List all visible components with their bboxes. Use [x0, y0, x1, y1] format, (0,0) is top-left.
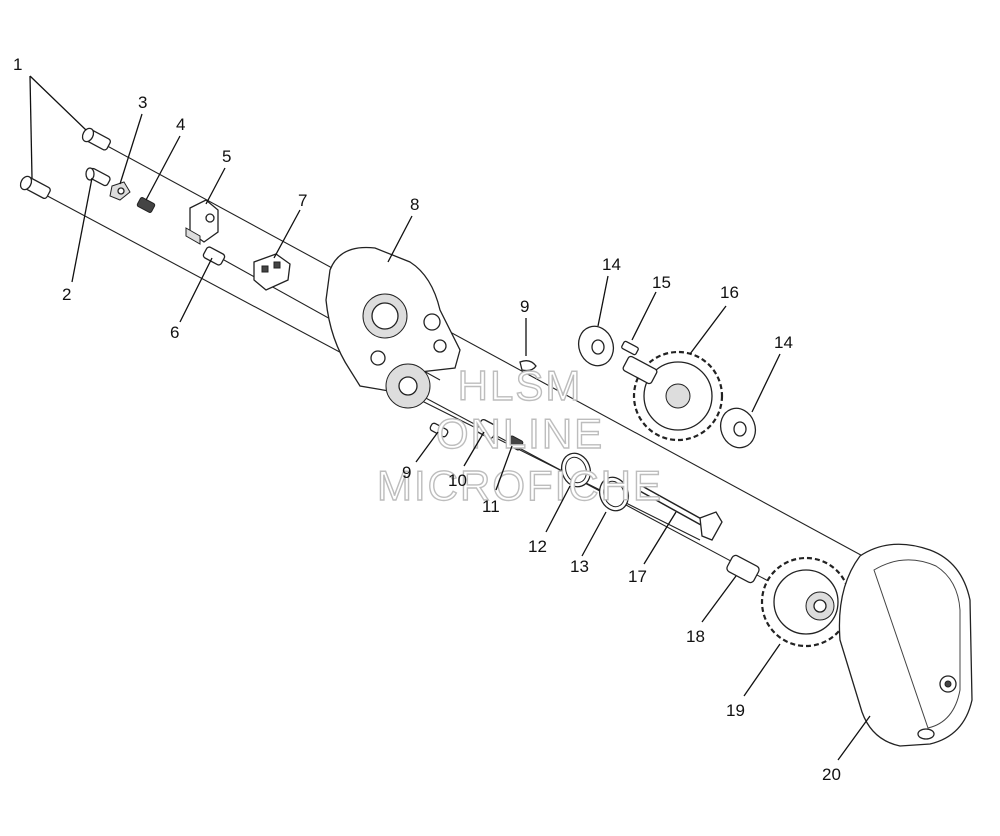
- callout-11: 11: [482, 497, 500, 516]
- callout-12: 12: [528, 537, 547, 556]
- part-gear-lower: [760, 556, 852, 648]
- part-bushing: [202, 246, 226, 266]
- callout-2: 2: [62, 285, 71, 304]
- callout-labels: 1 3 4 5 7 8 2 6 9 14 15 16 14 9 10 11 12…: [13, 55, 841, 784]
- part-small-bushing: [506, 435, 524, 451]
- callout-4: 4: [176, 115, 185, 134]
- callout-6: 6: [170, 323, 179, 342]
- watermark-line-2: ONLINE: [436, 410, 604, 457]
- callout-10: 10: [448, 471, 467, 490]
- part-washer-upper: [577, 325, 615, 367]
- watermark-line-1: HLSM: [458, 362, 583, 409]
- callout-18: 18: [686, 627, 705, 646]
- part-cover: [838, 543, 973, 747]
- callout-13: 13: [570, 557, 589, 576]
- part-pin: [85, 167, 111, 187]
- callout-9-lower: 9: [402, 463, 411, 482]
- callout-19: 19: [726, 701, 745, 720]
- part-bracket: [185, 199, 219, 245]
- part-tube: [726, 554, 760, 584]
- assembly-axis-lines: [39, 141, 871, 631]
- part-spring: [136, 197, 156, 213]
- callout-14-lower: 14: [774, 333, 793, 352]
- part-block: [253, 253, 291, 291]
- part-shift-shaft: [638, 484, 723, 541]
- callout-3: 3: [138, 93, 147, 112]
- callout-16: 16: [720, 283, 739, 302]
- part-key: [621, 340, 639, 356]
- callout-7: 7: [298, 191, 307, 210]
- watermark-line-3: MICROFICHE: [377, 462, 663, 509]
- callout-5: 5: [222, 147, 231, 166]
- watermark: HLSM ONLINE MICROFICHE: [376, 361, 663, 509]
- part-washer-lower: [719, 407, 757, 449]
- leader-lines: [29, 75, 871, 761]
- callout-1: 1: [13, 55, 22, 74]
- callout-14-upper: 14: [602, 255, 621, 274]
- part-ring-12: [560, 452, 592, 488]
- callout-15: 15: [652, 273, 671, 292]
- part-clip: [109, 181, 131, 201]
- callout-20: 20: [822, 765, 841, 784]
- part-screw-upper: [81, 127, 112, 151]
- part-sleeve: [476, 419, 498, 439]
- part-gear-upper: [622, 350, 724, 442]
- part-ring-13: [598, 476, 630, 512]
- callout-8: 8: [410, 195, 419, 214]
- part-screw-lower: [19, 175, 51, 199]
- part-gear-disc: [385, 363, 431, 409]
- callout-17: 17: [628, 567, 647, 586]
- part-gear-housing: [325, 246, 461, 393]
- part-small-pin-upper: [519, 360, 537, 372]
- callout-9-upper: 9: [520, 297, 529, 316]
